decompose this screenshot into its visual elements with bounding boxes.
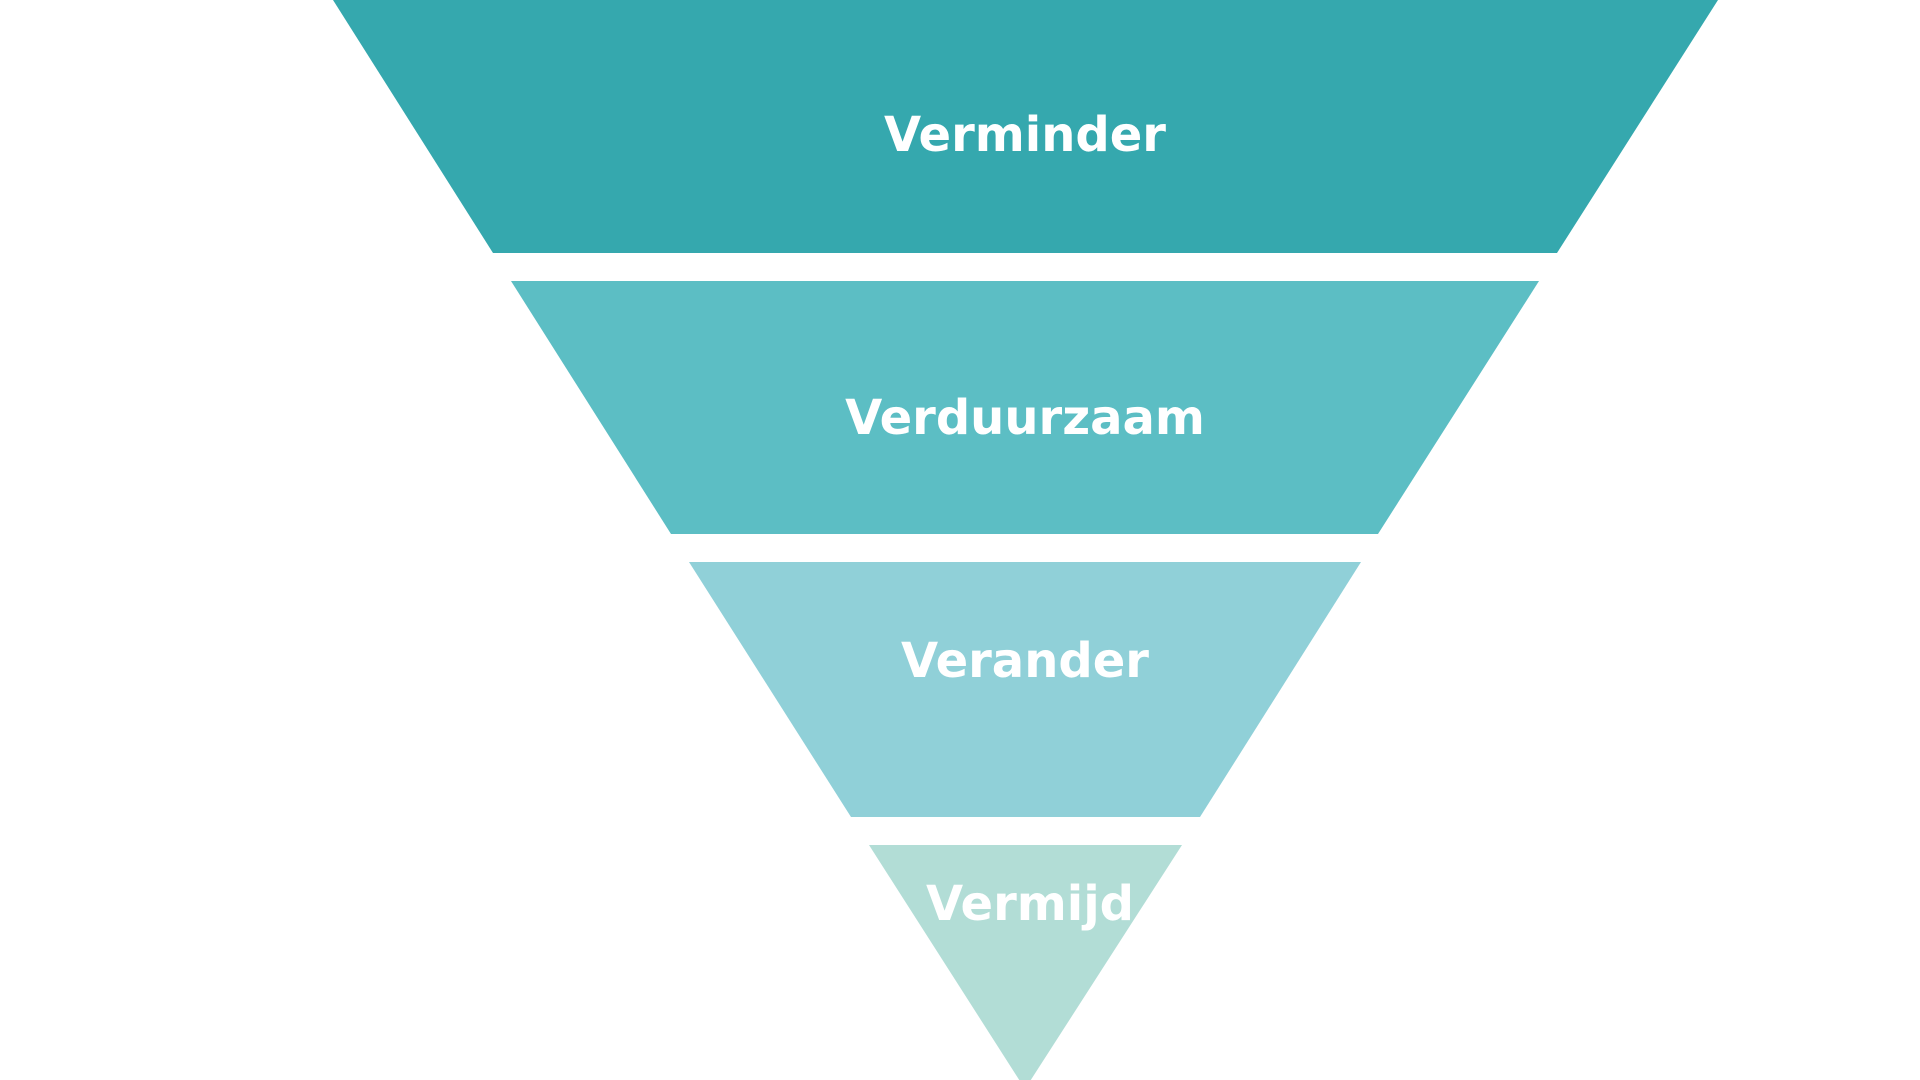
funnel-band-vermijd [869, 845, 1182, 1080]
funnel-label-vermijd: Vermijd [926, 876, 1134, 932]
funnel-band-verminder [333, 0, 1718, 253]
funnel-level-verander: Verander [689, 562, 1361, 817]
funnel-band-verduurzaam [511, 281, 1539, 534]
funnel-band-verander [689, 562, 1361, 817]
funnel-level-verduurzaam: Verduurzaam [511, 281, 1539, 534]
funnel-label-verduurzaam: Verduurzaam [845, 390, 1205, 446]
funnel-label-verminder: Verminder [884, 107, 1166, 163]
funnel-level-verminder: Verminder [333, 0, 1718, 253]
funnel-label-verander: Verander [901, 633, 1149, 689]
funnel-level-vermijd: Vermijd [869, 845, 1182, 1080]
